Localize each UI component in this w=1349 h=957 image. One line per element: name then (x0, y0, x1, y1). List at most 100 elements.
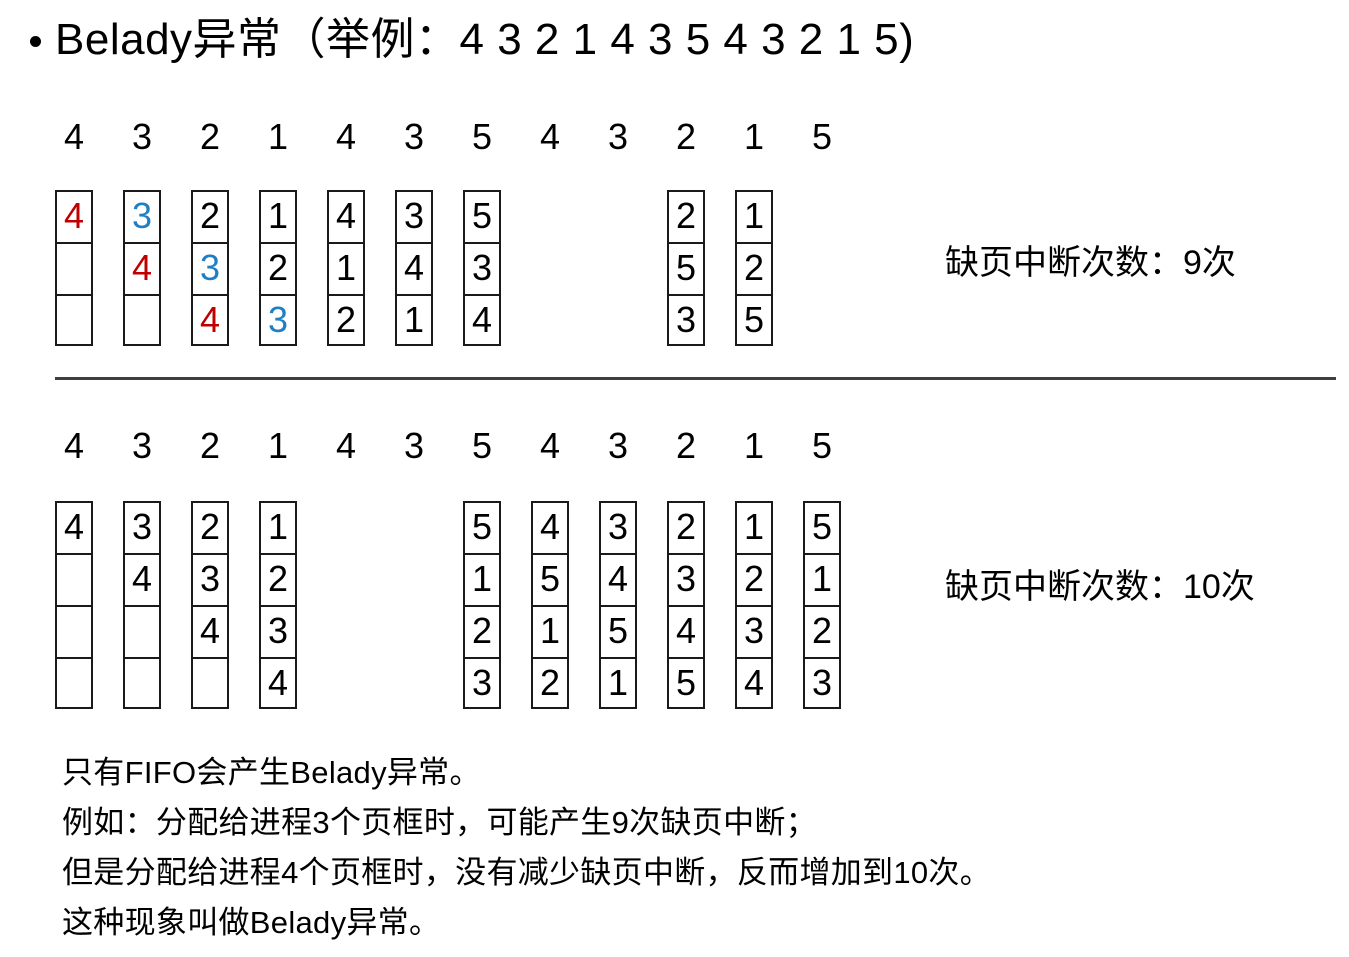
frame-cell: 3 (463, 242, 501, 294)
frame-cell: 3 (395, 190, 433, 242)
frame-cell: 2 (667, 501, 705, 553)
reference-digit: 3 (131, 425, 153, 466)
note-line: 这种现象叫做Belady异常。 (62, 905, 441, 940)
frame-cell (55, 242, 93, 294)
page-title-text: Belady异常（举例：4 3 2 1 4 3 5 4 3 2 1 5) (55, 14, 915, 64)
reference-digit: 4 (63, 425, 85, 466)
frame-cell (123, 605, 161, 657)
frame-cell: 2 (259, 553, 297, 605)
reference-digit: 2 (199, 425, 221, 466)
frame-cell: 5 (667, 657, 705, 709)
frame-cell: 1 (259, 190, 297, 242)
note-line: 但是分配给进程4个页框时，没有减少缺页中断，反而增加到10次。 (62, 855, 992, 890)
frame-cell: 3 (735, 605, 773, 657)
frame-cell: 4 (55, 190, 93, 242)
frame-cell: 2 (531, 657, 569, 709)
reference-digit: 5 (811, 116, 833, 157)
frame-cell: 3 (123, 501, 161, 553)
frame-cell: 2 (327, 294, 365, 346)
reference-digit: 2 (675, 425, 697, 466)
frame-cell: 2 (191, 190, 229, 242)
frame-cell (123, 294, 161, 346)
frame-cell: 3 (191, 553, 229, 605)
frame-cell: 2 (259, 242, 297, 294)
frame-cell: 3 (667, 553, 705, 605)
frame-cell: 1 (395, 294, 433, 346)
frame-cell: 1 (735, 190, 773, 242)
frame-cell (55, 605, 93, 657)
frame-cell: 5 (463, 190, 501, 242)
reference-digit: 3 (403, 116, 425, 157)
frame-cell: 4 (667, 605, 705, 657)
frame-cell: 1 (531, 605, 569, 657)
frame-cell: 5 (599, 605, 637, 657)
reference-digit: 4 (539, 116, 561, 157)
frame-cell: 2 (667, 190, 705, 242)
frame-cell: 3 (191, 242, 229, 294)
frame-cell: 3 (667, 294, 705, 346)
bullet-dot-icon (30, 35, 41, 47)
fault-count-caption-3frames: 缺页中断次数：9次 (945, 244, 1236, 282)
note-line: 例如：分配给进程3个页框时，可能产生9次缺页中断； (62, 805, 817, 840)
frame-cell: 5 (735, 294, 773, 346)
frame-cell (123, 657, 161, 709)
frame-cell: 3 (463, 657, 501, 709)
frame-cell: 4 (395, 242, 433, 294)
reference-digit: 5 (811, 425, 833, 466)
reference-digit: 1 (743, 425, 765, 466)
reference-digit: 5 (471, 116, 493, 157)
reference-digit: 4 (335, 116, 357, 157)
reference-digit: 2 (675, 116, 697, 157)
frame-cell: 2 (803, 605, 841, 657)
frame-cell: 4 (599, 553, 637, 605)
reference-digit: 4 (539, 425, 561, 466)
frame-cell: 1 (259, 501, 297, 553)
fault-count-caption-4frames: 缺页中断次数：10次 (945, 568, 1255, 606)
frame-cell: 5 (531, 553, 569, 605)
frame-cell: 3 (599, 501, 637, 553)
frame-cell: 2 (735, 242, 773, 294)
note-line: 只有FIFO会产生Belady异常。 (62, 755, 481, 790)
reference-digit: 4 (63, 116, 85, 157)
frame-cell: 4 (735, 657, 773, 709)
page-title: Belady异常（举例：4 3 2 1 4 3 5 4 3 2 1 5) (30, 8, 1320, 72)
reference-digit: 3 (607, 116, 629, 157)
reference-digit: 1 (743, 116, 765, 157)
frame-column: 4 (55, 190, 93, 346)
reference-digit: 3 (131, 116, 153, 157)
frame-cell: 4 (123, 553, 161, 605)
section-divider (55, 377, 1336, 380)
frame-cell: 4 (191, 294, 229, 346)
reference-digit: 3 (607, 425, 629, 466)
reference-digit: 5 (471, 425, 493, 466)
frame-cell: 4 (55, 501, 93, 553)
frame-cell: 5 (463, 501, 501, 553)
reference-digit: 1 (267, 116, 289, 157)
frame-cell: 4 (123, 242, 161, 294)
frame-cell: 1 (327, 242, 365, 294)
frame-cell: 1 (463, 553, 501, 605)
frame-cell (191, 657, 229, 709)
frame-cell: 4 (259, 657, 297, 709)
frame-cell: 3 (123, 190, 161, 242)
frame-cell: 4 (327, 190, 365, 242)
frame-cell: 2 (735, 553, 773, 605)
frame-cell: 5 (803, 501, 841, 553)
frame-cell: 1 (735, 501, 773, 553)
frame-cell: 2 (463, 605, 501, 657)
reference-digit: 1 (267, 425, 289, 466)
frame-cell: 2 (191, 501, 229, 553)
